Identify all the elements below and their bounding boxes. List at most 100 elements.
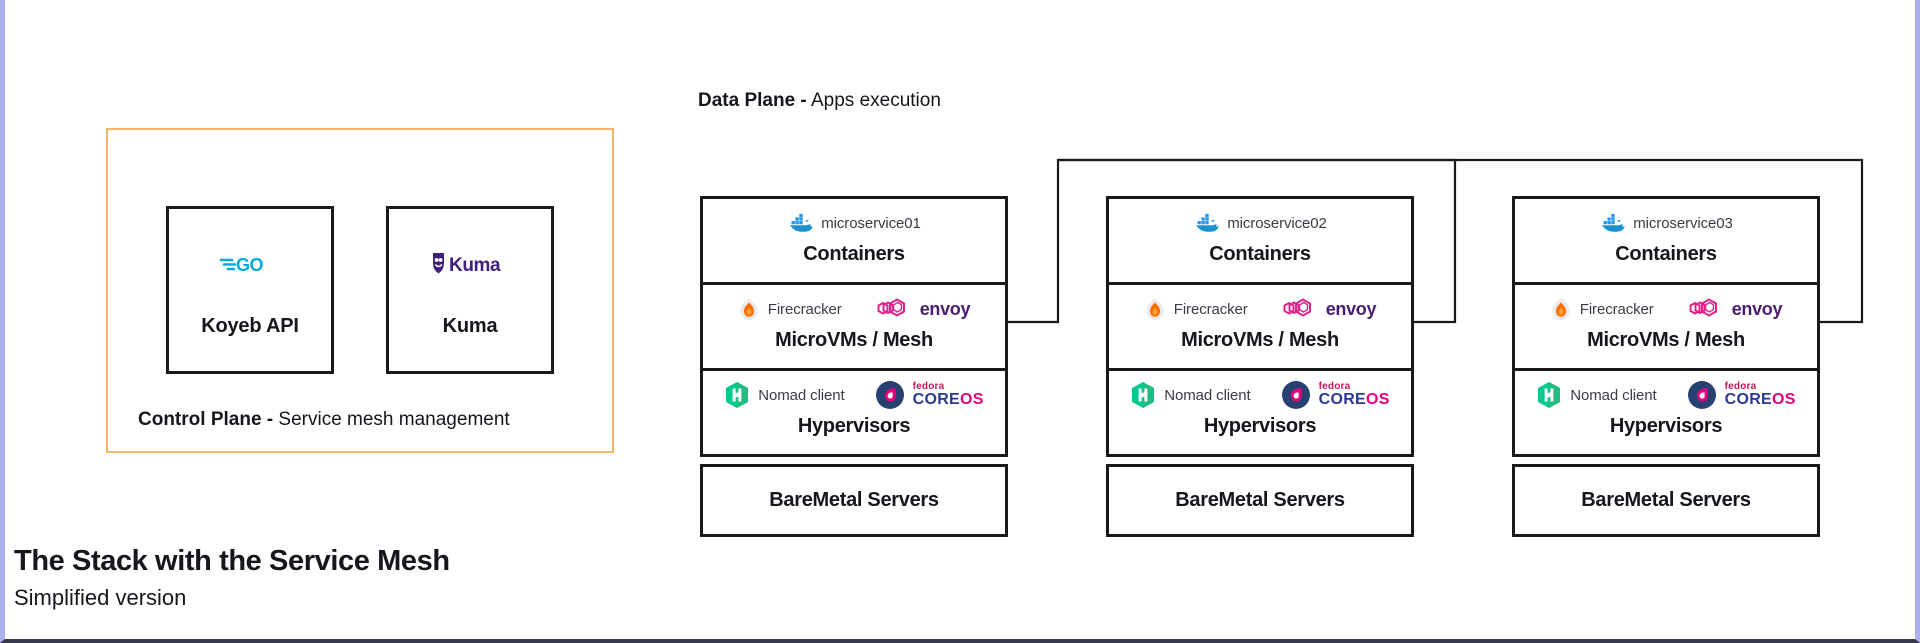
icon-label: Firecracker bbox=[767, 300, 842, 318]
docker-icon bbox=[1599, 213, 1625, 233]
stack-layer-title: Hypervisors bbox=[1203, 415, 1317, 437]
control-plane-caption-rest: Service mesh management bbox=[273, 409, 510, 430]
icon-pair: fedora COREOS bbox=[1687, 380, 1796, 410]
icon-label: envoy bbox=[1325, 298, 1377, 319]
layer-icon-row: Firecracker envoy bbox=[1515, 285, 1817, 322]
fedora-coreos-wordmark: fedora COREOS bbox=[1725, 382, 1796, 408]
control-plane-group: GO Koyeb API Kuma Kuma bbox=[106, 128, 614, 453]
stack-layer-title: Containers bbox=[1615, 243, 1717, 265]
icon-pair: Firecracker bbox=[1144, 297, 1248, 321]
nomad-icon bbox=[1536, 381, 1562, 409]
data-plane-header: Data Plane - Apps execution bbox=[698, 90, 941, 112]
layer-icon-row: Nomad client fedora COREOS bbox=[1109, 371, 1411, 409]
firecracker-icon bbox=[738, 297, 760, 321]
coreos-word: COREOS bbox=[1724, 391, 1796, 408]
go-logo-icon: GO bbox=[219, 243, 281, 285]
stack-layer-title: BareMetal Servers bbox=[1581, 489, 1751, 511]
server-stack: microservice03 Containers Firecracker bbox=[1512, 196, 1820, 537]
nomad-icon bbox=[724, 381, 750, 409]
stack-layer-title: Containers bbox=[803, 243, 905, 265]
icon-pair: Nomad client bbox=[1536, 381, 1657, 409]
icon-pair: envoy bbox=[1278, 296, 1377, 322]
envoy-icon bbox=[1684, 296, 1724, 322]
stack-layer[interactable]: microservice02 Containers bbox=[1106, 196, 1414, 285]
control-plane-box-label: Kuma bbox=[442, 314, 498, 337]
icon-label: envoy bbox=[1731, 298, 1783, 319]
icon-label: envoy bbox=[919, 298, 971, 319]
stack-layer-title: Hypervisors bbox=[797, 415, 911, 437]
icon-pair: envoy bbox=[1684, 296, 1783, 322]
stack-layer[interactable]: Firecracker envoy MicroVMs / Mesh bbox=[1512, 285, 1820, 371]
stack-layer[interactable]: Firecracker envoy MicroVMs / Mesh bbox=[700, 285, 1008, 371]
icon-pair: fedora COREOS bbox=[1281, 380, 1390, 410]
fedora-coreos-icon bbox=[1687, 380, 1717, 410]
icon-label: microservice03 bbox=[1633, 214, 1733, 232]
icon-label: Nomad client bbox=[1570, 386, 1657, 404]
coreos-word: COREOS bbox=[1318, 391, 1390, 408]
icon-pair: microservice02 bbox=[1193, 213, 1327, 233]
kuma-logo-icon: Kuma bbox=[424, 243, 516, 285]
icon-pair: fedora COREOS bbox=[875, 380, 984, 410]
nomad-icon bbox=[1130, 381, 1156, 409]
control-plane-caption: Control Plane - Service mesh management bbox=[138, 409, 510, 431]
control-plane-boxes: GO Koyeb API Kuma Kuma bbox=[108, 206, 612, 374]
icon-label: microservice02 bbox=[1227, 214, 1327, 232]
stack-layer-title: Hypervisors bbox=[1609, 415, 1723, 437]
layer-icon-row: Nomad client fedora COREOS bbox=[703, 371, 1005, 409]
envoy-icon bbox=[1278, 296, 1318, 322]
control-plane-box-koyeb-api[interactable]: GO Koyeb API bbox=[166, 206, 334, 374]
docker-icon bbox=[787, 213, 813, 233]
icon-pair: Firecracker bbox=[738, 297, 842, 321]
icon-pair: Nomad client bbox=[724, 381, 845, 409]
stack-layer[interactable]: BareMetal Servers bbox=[1106, 464, 1414, 537]
icon-pair: microservice03 bbox=[1599, 213, 1733, 233]
icon-label: Firecracker bbox=[1173, 300, 1248, 318]
icon-pair: Nomad client bbox=[1130, 381, 1251, 409]
control-plane-caption-bold: Control Plane - bbox=[138, 409, 274, 430]
stack-layer-title: MicroVMs / Mesh bbox=[775, 329, 933, 351]
icon-pair: envoy bbox=[872, 296, 971, 322]
stack-layer-title: Containers bbox=[1209, 243, 1311, 265]
control-plane-box-label: Koyeb API bbox=[201, 314, 299, 337]
fedora-coreos-wordmark: fedora COREOS bbox=[913, 382, 984, 408]
firecracker-icon bbox=[1144, 297, 1166, 321]
fedora-word: fedora bbox=[912, 381, 945, 392]
stack-layer-title: MicroVMs / Mesh bbox=[1181, 329, 1339, 351]
fedora-coreos-wordmark: fedora COREOS bbox=[1319, 382, 1390, 408]
icon-label: Nomad client bbox=[758, 386, 845, 404]
server-stack: microservice02 Containers Firecracker bbox=[1106, 196, 1414, 537]
svg-text:GO: GO bbox=[236, 255, 264, 275]
server-stack: microservice01 Containers Firecracker bbox=[700, 196, 1008, 537]
firecracker-icon bbox=[1550, 297, 1572, 321]
stack-layer[interactable]: microservice03 Containers bbox=[1512, 196, 1820, 285]
fedora-word: fedora bbox=[1724, 381, 1757, 392]
stack-layer[interactable]: microservice01 Containers bbox=[700, 196, 1008, 285]
stack-layer-title: BareMetal Servers bbox=[769, 489, 939, 511]
envoy-icon bbox=[872, 296, 912, 322]
icon-label: Nomad client bbox=[1164, 386, 1251, 404]
docker-icon bbox=[1193, 213, 1219, 233]
stack-layer[interactable]: Firecracker envoy MicroVMs / Mesh bbox=[1106, 285, 1414, 371]
page-title: The Stack with the Service Mesh bbox=[14, 545, 450, 577]
icon-label: Firecracker bbox=[1579, 300, 1654, 318]
fedora-word: fedora bbox=[1318, 381, 1351, 392]
svg-text:Kuma: Kuma bbox=[449, 255, 501, 276]
data-plane-header-rest: Apps execution bbox=[806, 90, 941, 111]
control-plane-box-kuma[interactable]: Kuma Kuma bbox=[386, 206, 554, 374]
layer-icon-row: Firecracker envoy bbox=[703, 285, 1005, 322]
layer-icon-row: Firecracker envoy bbox=[1109, 285, 1411, 322]
layer-icon-row: microservice02 bbox=[1109, 199, 1411, 233]
title-block: The Stack with the Service Mesh Simplifi… bbox=[14, 545, 714, 611]
stack-layer[interactable]: Nomad client fedora COREOS Hypervisors bbox=[1512, 371, 1820, 457]
layer-icon-row: Nomad client fedora COREOS bbox=[1515, 371, 1817, 409]
page-subtitle: Simplified version bbox=[14, 585, 187, 611]
stack-layer[interactable]: BareMetal Servers bbox=[700, 464, 1008, 537]
icon-label: microservice01 bbox=[821, 214, 921, 232]
stack-layer-title: BareMetal Servers bbox=[1175, 489, 1345, 511]
stack-layer[interactable]: Nomad client fedora COREOS Hypervisors bbox=[1106, 371, 1414, 457]
stack-layer[interactable]: Nomad client fedora COREOS Hypervisors bbox=[700, 371, 1008, 457]
icon-pair: microservice01 bbox=[787, 213, 921, 233]
icon-pair: Firecracker bbox=[1550, 297, 1654, 321]
stack-layer[interactable]: BareMetal Servers bbox=[1512, 464, 1820, 537]
